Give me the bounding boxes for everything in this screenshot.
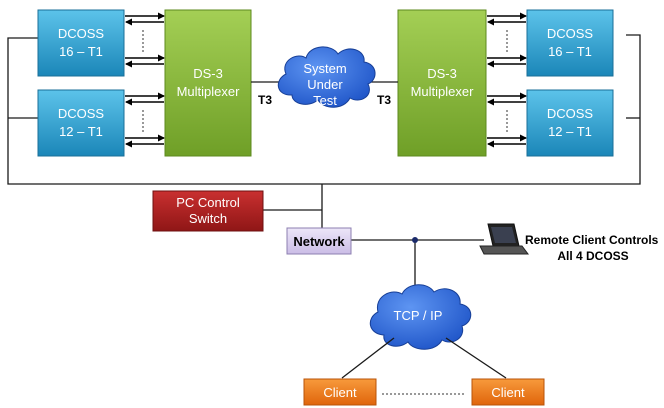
junction-dot <box>412 237 418 243</box>
dcoss-label-line1: DCOSS <box>58 106 105 121</box>
outer-loop-connector <box>7 34 641 228</box>
cloud-label-line2: Under <box>307 77 343 92</box>
remote-client-label-line1: Remote Client Controls <box>525 233 659 247</box>
mux-label-line1: DS-3 <box>427 66 457 81</box>
left-bottom-link-arrows <box>125 92 165 148</box>
ds3-multiplexer-right: DS-3 Multiplexer <box>397 9 487 157</box>
client-label: Client <box>491 385 525 400</box>
pc-switch-label-line2: Switch <box>189 211 227 226</box>
client-label: Client <box>323 385 357 400</box>
pc-switch-label-line1: PC Control <box>176 195 240 210</box>
client-box-left: Client <box>303 378 377 406</box>
client-box-right: Client <box>471 378 545 406</box>
mux-label-line1: DS-3 <box>193 66 223 81</box>
laptop-icon <box>479 223 529 255</box>
t3-label-left: T3 <box>258 93 272 107</box>
tcp-ip-cloud: TCP / IP <box>369 284 472 350</box>
right-top-link-arrows <box>487 12 527 68</box>
ds3-multiplexer-left: DS-3 Multiplexer <box>164 9 252 157</box>
client-link-right <box>445 337 507 379</box>
mux-label-line2: Multiplexer <box>411 84 475 99</box>
dcoss-label-line2: 12 – T1 <box>548 124 592 139</box>
dcoss-label-line2: 12 – T1 <box>59 124 103 139</box>
dcoss-label-line2: 16 – T1 <box>548 44 592 59</box>
dcoss-box-right-top: DCOSS 16 – T1 <box>526 9 614 77</box>
dcoss-box-right-bottom: DCOSS 12 – T1 <box>526 89 614 157</box>
t3-label-right: T3 <box>377 93 391 107</box>
dcoss-label-line1: DCOSS <box>547 106 594 121</box>
network-box: Network <box>286 227 352 255</box>
tcp-ip-label: TCP / IP <box>394 308 443 323</box>
network-label: Network <box>293 234 345 249</box>
client-link-left <box>341 337 395 379</box>
dcoss-label-line2: 16 – T1 <box>59 44 103 59</box>
right-bottom-link-arrows <box>487 92 527 148</box>
left-top-link-arrows <box>125 12 165 68</box>
mux-label-line2: Multiplexer <box>177 84 241 99</box>
system-under-test-cloud: System Under Test <box>277 46 376 108</box>
dcoss-label-line1: DCOSS <box>58 26 105 41</box>
dcoss-label-line1: DCOSS <box>547 26 594 41</box>
dcoss-box-left-top: DCOSS 16 – T1 <box>37 9 125 77</box>
pc-control-switch: PC Control Switch <box>152 190 264 232</box>
dcoss-box-left-bottom: DCOSS 12 – T1 <box>37 89 125 157</box>
cloud-label-line3: Test <box>313 93 337 108</box>
remote-client-label-line2: All 4 DCOSS <box>557 249 628 263</box>
cloud-label-line1: System <box>303 61 346 76</box>
